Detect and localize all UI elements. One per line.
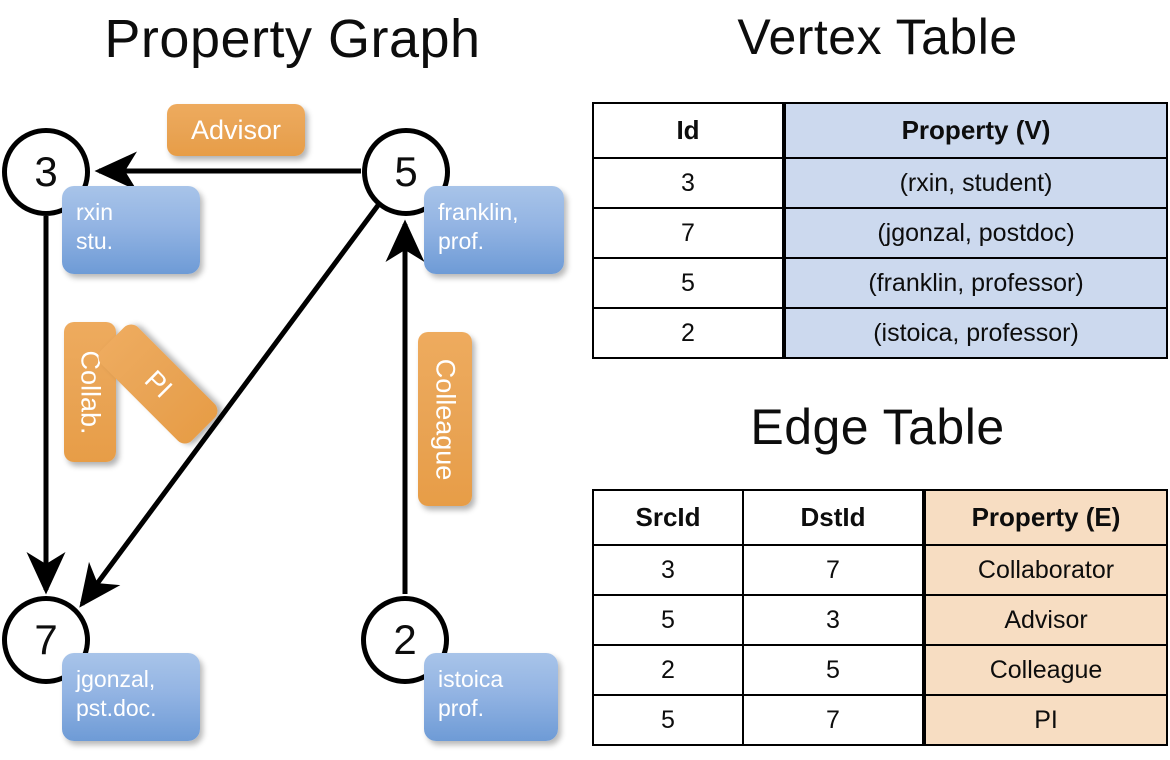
edge-table-header-property: Property (E) bbox=[922, 489, 1168, 546]
node-property-callout-3: rxin stu. bbox=[62, 186, 200, 274]
vertex-table-header-id: Id bbox=[592, 102, 785, 159]
vertex-row-2-id: 5 bbox=[592, 257, 785, 309]
vertex-table-header-row: Id Property (V) bbox=[592, 102, 1168, 159]
graph-node-5[interactable]: 5 bbox=[362, 128, 450, 216]
table-row[interactable]: 5 3 Advisor bbox=[592, 594, 1168, 646]
edge-row-3-src: 5 bbox=[592, 694, 744, 746]
node-property-2-line2: prof. bbox=[438, 695, 485, 722]
table-row[interactable]: 5 7 PI bbox=[592, 694, 1168, 746]
edge-row-3-property: PI bbox=[922, 694, 1168, 746]
edge-table-header-srcid: SrcId bbox=[592, 489, 744, 546]
edge-label-colleague: Colleague bbox=[418, 332, 472, 506]
edge-row-0-dst: 7 bbox=[742, 544, 925, 596]
property-graph-diagram: 3 5 7 2 rxin stu. franklin, prof. jgonza… bbox=[2, 104, 564, 741]
edge-row-3-dst: 7 bbox=[742, 694, 925, 746]
edge-row-1-dst: 3 bbox=[742, 594, 925, 646]
table-row[interactable]: 7 (jgonzal, postdoc) bbox=[592, 207, 1168, 259]
edge-row-0-src: 3 bbox=[592, 544, 744, 596]
node-property-5-line2: prof. bbox=[438, 228, 485, 255]
node-property-3-line2: stu. bbox=[76, 228, 114, 255]
edge-row-2-src: 2 bbox=[592, 644, 744, 696]
table-row[interactable]: 3 (rxin, student) bbox=[592, 157, 1168, 209]
edge-table-header-row: SrcId DstId Property (E) bbox=[592, 489, 1168, 546]
node-property-5-line1: franklin, bbox=[438, 199, 519, 225]
edge-table-header-dstid: DstId bbox=[742, 489, 925, 546]
edge-arrow-pi bbox=[79, 202, 382, 608]
graph-node-5-label: 5 bbox=[394, 148, 418, 195]
page-title-vertex-table: Vertex Table bbox=[737, 9, 1018, 65]
edge-row-2-dst: 5 bbox=[742, 644, 925, 696]
node-property-callout-7: jgonzal, pst.doc. bbox=[62, 653, 200, 741]
edge-label-colleague-text: Colleague bbox=[430, 358, 461, 480]
node-property-7-line1: jgonzal, bbox=[76, 666, 156, 692]
edge-label-advisor-text: Advisor bbox=[190, 114, 282, 145]
node-property-callout-5: franklin, prof. bbox=[424, 186, 564, 274]
node-property-2-line1: istoica bbox=[438, 666, 504, 692]
edge-row-0-property: Collaborator bbox=[922, 544, 1168, 596]
vertex-row-0-property: (rxin, student) bbox=[782, 157, 1168, 209]
vertex-row-1-property: (jgonzal, postdoc) bbox=[782, 207, 1168, 259]
table-row[interactable]: 2 5 Colleague bbox=[592, 644, 1168, 696]
edge-row-1-src: 5 bbox=[592, 594, 744, 646]
vertex-row-2-property: (franklin, professor) bbox=[782, 257, 1168, 309]
edge-row-1-property: Advisor bbox=[922, 594, 1168, 646]
edge-label-pi-text: PI bbox=[138, 364, 178, 404]
edge-row-2-property: Colleague bbox=[922, 644, 1168, 696]
vertex-table: Id Property (V) 3 (rxin, student) 7 (jgo… bbox=[592, 102, 1168, 359]
node-property-3-line1: rxin bbox=[76, 199, 114, 225]
vertex-row-1-id: 7 bbox=[592, 207, 785, 259]
graph-node-7-label: 7 bbox=[34, 616, 58, 663]
graph-node-3-label: 3 bbox=[34, 148, 58, 195]
vertex-row-3-id: 2 bbox=[592, 307, 785, 359]
table-row[interactable]: 2 (istoica, professor) bbox=[592, 307, 1168, 359]
graph-edge-arrows bbox=[26, 151, 425, 608]
vertex-row-3-property: (istoica, professor) bbox=[782, 307, 1168, 359]
table-row[interactable]: 5 (franklin, professor) bbox=[592, 257, 1168, 309]
table-row[interactable]: 3 7 Collaborator bbox=[592, 544, 1168, 596]
graph-node-2-label: 2 bbox=[393, 616, 417, 663]
vertex-table-header-property: Property (V) bbox=[782, 102, 1168, 159]
edge-table: SrcId DstId Property (E) 3 7 Collaborato… bbox=[592, 489, 1168, 746]
node-property-7-line2: pst.doc. bbox=[76, 695, 157, 722]
page-title-edge-table: Edge Table bbox=[750, 399, 1005, 455]
node-property-callout-2: istoica prof. bbox=[424, 653, 558, 741]
vertex-row-0-id: 3 bbox=[592, 157, 785, 209]
edge-label-advisor: Advisor bbox=[167, 104, 305, 156]
page-title-property-graph: Property Graph bbox=[104, 9, 481, 69]
graph-node-2[interactable]: 2 bbox=[361, 596, 449, 684]
